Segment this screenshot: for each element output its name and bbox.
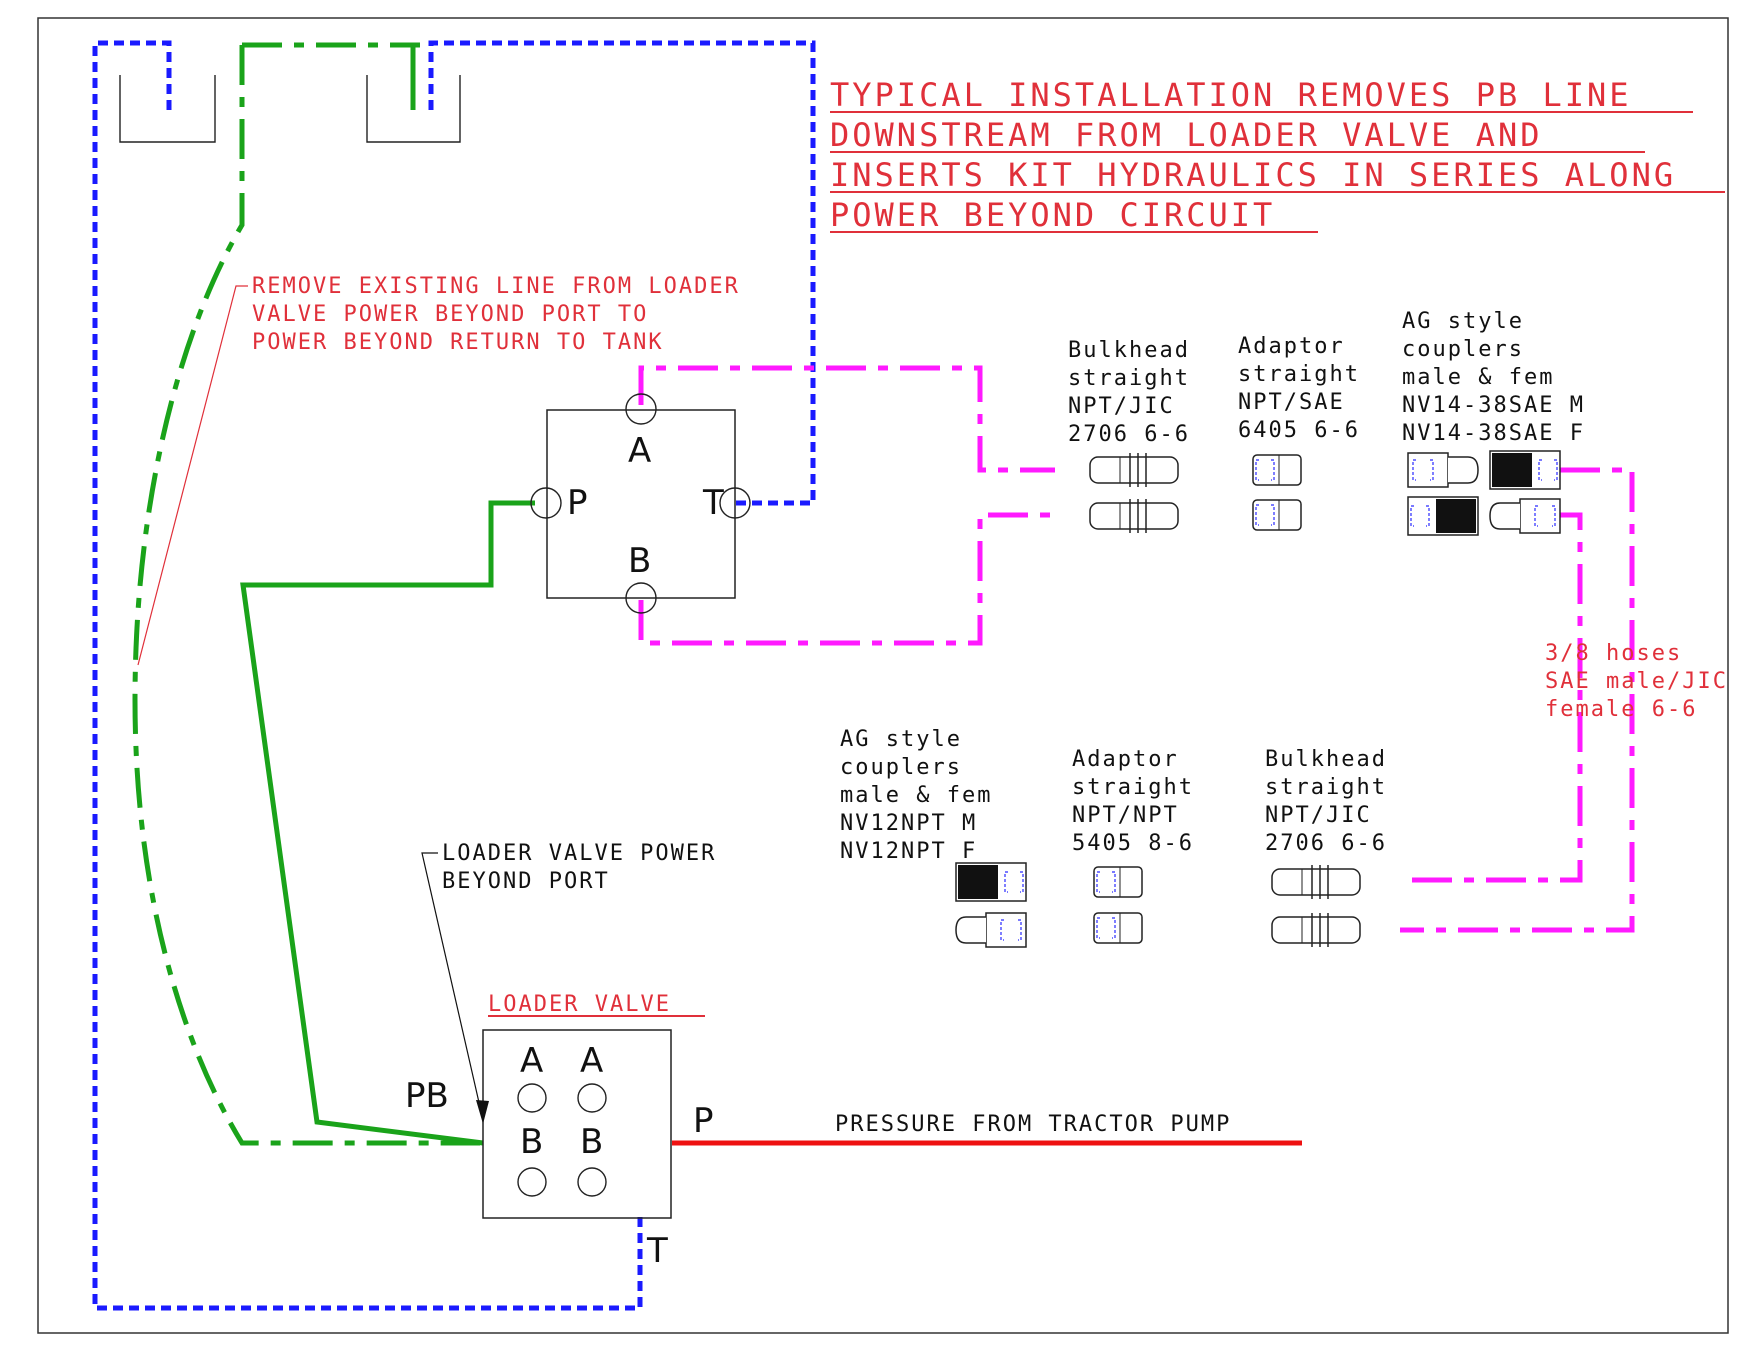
top-adaptor-line-4: 6405 6-6 bbox=[1238, 418, 1360, 443]
bottom-coupler-line-4: NV12NPT M bbox=[840, 811, 977, 836]
loader-valve: LOADER VALVE PB P T A B A B bbox=[405, 992, 714, 1271]
loader-col1-a: A bbox=[520, 1041, 543, 1081]
kit-valve: A B P T bbox=[530, 393, 751, 614]
hoses-note: 3/8 hoses SAE male/JIC female 6-6 bbox=[1545, 641, 1728, 722]
kit-port-b: B bbox=[628, 541, 651, 581]
hoses-line-2: SAE male/JIC bbox=[1545, 669, 1728, 694]
title-block: TYPICAL INSTALLATION REMOVES PB LINE DOW… bbox=[830, 76, 1725, 234]
bottom-coupler-line-3: male & fem bbox=[840, 783, 992, 808]
title-line-2: DOWNSTREAM FROM LOADER VALVE AND bbox=[830, 116, 1543, 154]
top-adaptor-line-3: NPT/SAE bbox=[1238, 390, 1345, 415]
loader-port-t: T bbox=[646, 1231, 668, 1271]
loader-col2-b: B bbox=[580, 1122, 603, 1162]
bottom-coupler-line-1: AG style bbox=[840, 727, 962, 752]
hoses-line-3: female 6-6 bbox=[1545, 697, 1697, 722]
pb-port-note: LOADER VALVE POWER BEYOND PORT bbox=[421, 841, 716, 1124]
bottom-bulkhead-line-3: NPT/JIC bbox=[1265, 803, 1372, 828]
top-coupler-male-lower bbox=[1489, 498, 1561, 534]
bottom-coupler-line-5: NV12NPT F bbox=[840, 839, 977, 864]
top-coupler-line-2: couplers bbox=[1402, 337, 1524, 362]
top-component-labels: Bulkhead straight NPT/JIC 2706 6-6 Adapt… bbox=[1068, 309, 1585, 447]
bottom-adaptor-line-2: straight bbox=[1072, 775, 1194, 800]
bottom-coupler-line-2: couplers bbox=[840, 755, 962, 780]
top-coupler-female-upper bbox=[1489, 450, 1561, 490]
pb-note-leader bbox=[421, 852, 484, 1121]
tank-return-lines bbox=[92, 40, 816, 1311]
top-bulkhead-line-2: straight bbox=[1068, 366, 1190, 391]
remove-note-line-1: REMOVE EXISTING LINE FROM LOADER bbox=[252, 274, 740, 299]
tank-left bbox=[119, 75, 216, 143]
loader-col2-a: A bbox=[580, 1041, 603, 1081]
top-coupler-male-upper bbox=[1407, 452, 1479, 488]
top-bulkhead-lower bbox=[1089, 498, 1179, 534]
top-bulkhead-upper bbox=[1089, 452, 1179, 488]
remove-note-leader bbox=[137, 285, 248, 666]
kit-port-a: A bbox=[628, 431, 651, 471]
pressure-label: PRESSURE FROM TRACTOR PUMP bbox=[835, 1112, 1231, 1137]
bottom-coupler-male bbox=[955, 912, 1027, 948]
top-bulkhead-line-1: Bulkhead bbox=[1068, 338, 1190, 363]
bottom-bulkhead-line-2: straight bbox=[1265, 775, 1387, 800]
top-fittings bbox=[1089, 450, 1561, 536]
top-adaptor-line-1: Adaptor bbox=[1238, 334, 1345, 359]
bottom-adaptor-upper bbox=[1093, 866, 1143, 898]
bottom-adaptor-line-3: NPT/NPT bbox=[1072, 803, 1179, 828]
kit-port-p: P bbox=[567, 483, 588, 523]
top-coupler-line-5: NV14-38SAE F bbox=[1402, 421, 1585, 446]
pb-note-line-2: BEYOND PORT bbox=[442, 869, 610, 894]
top-bulkhead-line-4: 2706 6-6 bbox=[1068, 422, 1190, 447]
top-bulkhead-line-3: NPT/JIC bbox=[1068, 394, 1175, 419]
top-adaptor-upper bbox=[1252, 454, 1302, 486]
title-line-1: TYPICAL INSTALLATION REMOVES PB LINE bbox=[830, 76, 1632, 114]
remove-note-line-2: VALVE POWER BEYOND PORT TO bbox=[252, 302, 648, 327]
top-adaptor-lower bbox=[1252, 499, 1302, 531]
top-coupler-line-1: AG style bbox=[1402, 309, 1524, 334]
kit-port-t: T bbox=[702, 483, 724, 523]
loader-port-p: P bbox=[693, 1101, 714, 1141]
bottom-bulkhead-line-4: 2706 6-6 bbox=[1265, 831, 1387, 856]
title-line-3: INSERTS KIT HYDRAULICS IN SERIES ALONG bbox=[830, 156, 1676, 194]
green-lines bbox=[132, 42, 535, 1146]
hoses-line-1: 3/8 hoses bbox=[1545, 641, 1682, 666]
bottom-bulkhead-upper bbox=[1271, 864, 1361, 900]
loader-col1-b: B bbox=[520, 1122, 543, 1162]
title-line-4: POWER BEYOND CIRCUIT bbox=[830, 196, 1275, 234]
magenta-kit-lines bbox=[638, 365, 1635, 933]
bottom-fittings bbox=[955, 862, 1361, 948]
bottom-adaptor-lower bbox=[1093, 912, 1143, 944]
bottom-adaptor-line-1: Adaptor bbox=[1072, 747, 1179, 772]
loader-port-pb: PB bbox=[405, 1076, 449, 1116]
pb-note-line-1: LOADER VALVE POWER bbox=[442, 841, 716, 866]
top-coupler-line-3: male & fem bbox=[1402, 365, 1554, 390]
drawing-frame bbox=[37, 17, 1729, 1334]
bottom-bulkhead-lower bbox=[1271, 912, 1361, 948]
bottom-adaptor-line-4: 5405 8-6 bbox=[1072, 831, 1194, 856]
bottom-component-labels: AG style couplers male & fem NV12NPT M N… bbox=[840, 727, 1387, 864]
bottom-coupler-female bbox=[955, 862, 1027, 902]
top-adaptor-line-2: straight bbox=[1238, 362, 1360, 387]
top-coupler-line-4: NV14-38SAE M bbox=[1402, 393, 1585, 418]
tank-right bbox=[366, 75, 461, 143]
remove-note-line-3: POWER BEYOND RETURN TO TANK bbox=[252, 330, 664, 355]
remove-line-note: REMOVE EXISTING LINE FROM LOADER VALVE P… bbox=[137, 274, 740, 666]
bottom-bulkhead-line-1: Bulkhead bbox=[1265, 747, 1387, 772]
top-coupler-female-lower bbox=[1407, 496, 1479, 536]
loader-valve-label: LOADER VALVE bbox=[488, 992, 671, 1017]
